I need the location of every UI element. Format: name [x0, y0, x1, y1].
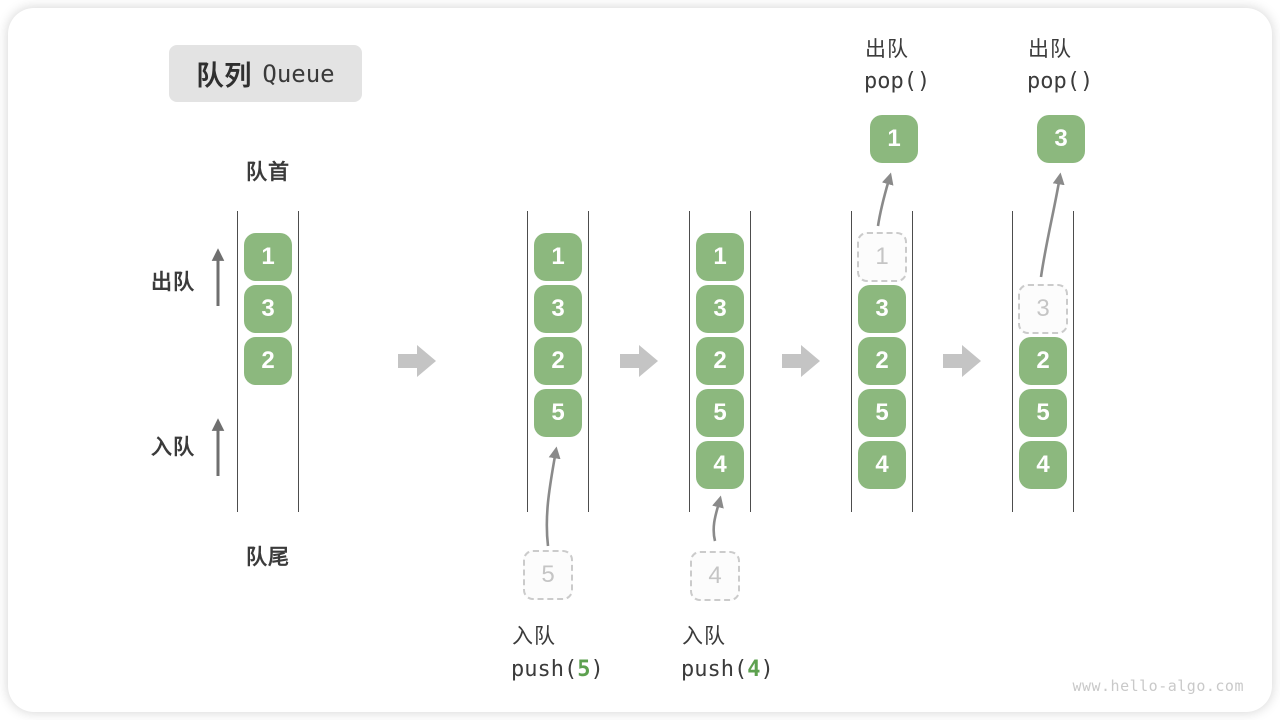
queue-cell: 4 — [696, 441, 744, 489]
enqueue-caption: 入队 — [512, 625, 556, 648]
queue-cell: 1 — [534, 233, 582, 281]
label-enqueue-side: 入队 — [151, 436, 195, 459]
queue-cell: 4 — [1019, 441, 1067, 489]
incoming-value-box: 4 — [690, 551, 740, 601]
queue-state-1: 1 3 2 — [237, 211, 299, 512]
queue-cell: 2 — [1019, 337, 1067, 385]
queue-state-2: 1 3 2 5 — [527, 211, 589, 512]
queue-cell: 5 — [858, 389, 906, 437]
queue-state-5: 3 2 5 4 — [1012, 211, 1074, 512]
enqueue-caption: 入队 — [682, 625, 726, 648]
queue-state-4: 1 3 2 5 4 — [851, 211, 913, 512]
queue-cell: 2 — [534, 337, 582, 385]
title-zh: 队列 — [196, 61, 253, 91]
watermark: www.hello-algo.com — [1072, 677, 1244, 695]
queue-cell: 3 — [244, 285, 292, 333]
queue-cell: 2 — [244, 337, 292, 385]
queue-cell: 5 — [696, 389, 744, 437]
queue-cell: 5 — [1019, 389, 1067, 437]
flow-arrow-icon-4 — [943, 345, 981, 377]
ghost-cell: 3 — [1018, 284, 1068, 334]
popped-value-box: 3 — [1037, 115, 1085, 163]
ghost-cell: 1 — [857, 232, 907, 282]
incoming-value-box: 5 — [523, 550, 573, 600]
push-5-code: push(5) — [511, 657, 604, 682]
dequeue-caption: 出队 — [865, 38, 909, 61]
code-close: ) — [590, 657, 604, 682]
queue-cell: 1 — [696, 233, 744, 281]
flow-arrow-icon-2 — [620, 345, 658, 377]
queue-cell: 5 — [534, 389, 582, 437]
title-en: Queue — [262, 59, 335, 88]
code-arg: 5 — [577, 657, 591, 682]
queue-state-3: 1 3 2 5 4 — [689, 211, 751, 512]
label-queue-rear: 队尾 — [246, 546, 290, 569]
label-dequeue-side: 出队 — [151, 271, 195, 294]
queue-cell: 3 — [858, 285, 906, 333]
queue-cell: 1 — [244, 233, 292, 281]
label-queue-front: 队首 — [246, 161, 290, 184]
flow-arrow-icon-3 — [782, 345, 820, 377]
queue-cell: 3 — [696, 285, 744, 333]
queue-cell: 2 — [696, 337, 744, 385]
queue-cell: 2 — [858, 337, 906, 385]
code-fn: push( — [681, 657, 748, 682]
code-fn: push( — [511, 657, 578, 682]
title-badge: 队列 Queue — [169, 45, 362, 102]
code-arg: 4 — [747, 657, 761, 682]
code-close: ) — [760, 657, 774, 682]
pop-code-1: pop() — [864, 69, 931, 94]
push-4-code: push(4) — [681, 657, 774, 682]
flow-arrow-icon-1 — [398, 345, 436, 377]
queue-cell: 3 — [534, 285, 582, 333]
queue-cell: 4 — [858, 441, 906, 489]
pop-code-2: pop() — [1027, 69, 1094, 94]
popped-value-box: 1 — [870, 115, 918, 163]
dequeue-caption: 出队 — [1028, 38, 1072, 61]
